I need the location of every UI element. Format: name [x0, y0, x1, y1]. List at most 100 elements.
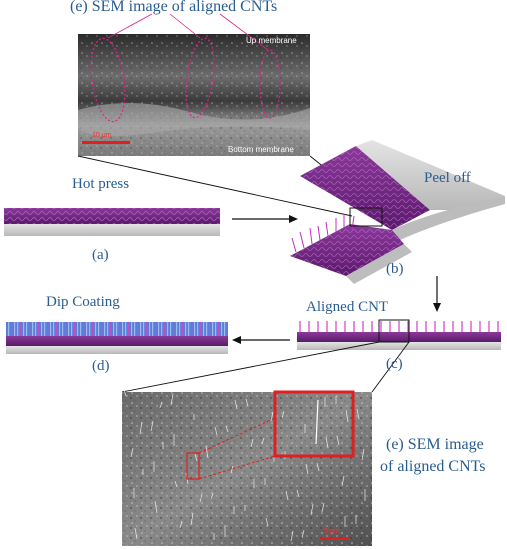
coating-stripe: [41, 322, 43, 336]
coating-stripe: [137, 322, 139, 336]
sem-fiber: [154, 500, 158, 514]
sem-fiber: [194, 453, 198, 462]
coating-stripe: [23, 322, 25, 336]
coating-stripe: [110, 322, 112, 336]
coating-stripe: [29, 322, 31, 336]
coating-stripe: [8, 322, 10, 336]
coating-stripe: [122, 322, 124, 336]
label-d: (d): [92, 358, 110, 374]
coating-stripe: [161, 322, 163, 336]
coating-stripe: [209, 322, 211, 336]
coating-stripe: [149, 322, 151, 336]
coating-stripe: [125, 322, 127, 336]
sem-fiber: [361, 448, 365, 461]
sem-fiber: [285, 490, 289, 501]
label-sem-bottom-line1: (e) SEM image: [386, 436, 484, 453]
coating-stripe: [104, 322, 106, 336]
peel-off-structure: [290, 140, 505, 284]
sem-fiber: [214, 426, 218, 436]
coating-stripe: [38, 322, 40, 336]
film-aligned-cnt: [297, 319, 501, 350]
coating-stripe: [74, 322, 76, 336]
coating-stripe: [146, 322, 148, 336]
coating-stripe: [218, 322, 220, 336]
sem-fiber: [310, 503, 314, 516]
sem-fiber: [250, 438, 254, 448]
coating-stripe: [128, 322, 130, 336]
label-sem-bottom-line2: of aligned CNTs: [380, 458, 486, 475]
sem-top-title: (e) SEM image of aligned CNTs: [70, 0, 278, 15]
coating-stripe: [86, 322, 88, 336]
label-a: (a): [92, 247, 109, 263]
film-hot-press: [4, 208, 220, 236]
sem-fiber: [225, 425, 229, 433]
coating-stripe: [14, 322, 16, 336]
sem-fiber: [301, 529, 305, 539]
coating-stripe: [215, 322, 217, 336]
coating-stripe: [140, 322, 142, 336]
coating-stripe: [77, 322, 79, 336]
coating-stripe: [50, 322, 52, 336]
sem-fiber: [174, 480, 178, 488]
coating-stripe: [32, 322, 34, 336]
coating-stripe: [17, 322, 19, 336]
coating-stripe: [89, 322, 91, 336]
coating-stripe: [47, 322, 49, 336]
sem-fiber: [341, 475, 345, 487]
sem-fiber: [336, 435, 340, 446]
coating-stripe: [170, 322, 172, 336]
coating-stripe: [131, 322, 133, 336]
coating-stripe: [35, 322, 37, 336]
sem-fiber: [305, 463, 309, 475]
sem-bottom-scale-label: 5 µm: [324, 528, 340, 535]
coating-stripe: [68, 322, 70, 336]
coating-stripe: [95, 322, 97, 336]
sem-fiber: [234, 399, 238, 410]
coating-stripe: [197, 322, 199, 336]
coating-stripe: [155, 322, 157, 336]
coating-stripe: [203, 322, 205, 336]
sem-fiber: [245, 398, 249, 407]
sem-fiber: [296, 489, 300, 498]
sem-fiber: [290, 530, 294, 542]
coating-stripe: [152, 322, 154, 336]
sem-top-up-membrane-label: Up membrane: [246, 36, 297, 45]
coating-stripe: [182, 322, 184, 336]
coating-stripe: [224, 322, 226, 336]
sem-fiber: [130, 447, 134, 458]
coating-stripe: [212, 322, 214, 336]
coating-stripe: [59, 322, 61, 336]
sem-fiber: [179, 520, 183, 529]
sem-fiber: [325, 436, 329, 449]
coating-stripe: [185, 322, 187, 336]
film-dip-coated: [6, 322, 228, 354]
sem-fiber: [210, 492, 214, 500]
sem-fiber: [123, 389, 127, 397]
coating-stripe: [119, 322, 121, 336]
label-b: (b): [386, 261, 404, 277]
coating-stripe: [98, 322, 100, 336]
sem-top-scale-label: 10 µm: [92, 132, 112, 139]
coating-stripe: [26, 322, 28, 336]
coating-stripe: [134, 322, 136, 336]
sem-fiber: [150, 420, 154, 432]
coating-stripe: [191, 322, 193, 336]
label-c: (c): [386, 356, 403, 372]
sem-fiber: [261, 437, 265, 445]
sem-fiber: [265, 517, 269, 527]
coating-stripe: [83, 322, 85, 336]
coating-stripe: [179, 322, 181, 336]
sem-fiber: [139, 421, 143, 435]
coating-stripe: [221, 322, 223, 336]
coating-stripe: [62, 322, 64, 336]
coating-stripe: [11, 322, 13, 336]
sem-fiber: [159, 401, 163, 409]
coating-stripe: [167, 322, 169, 336]
coating-stripe: [101, 322, 103, 336]
sem-fiber: [316, 462, 320, 472]
sem-fiber: [170, 393, 174, 406]
sem-fiber: [199, 493, 203, 503]
coating-stripe: [65, 322, 67, 336]
sem-fiber: [345, 409, 349, 423]
